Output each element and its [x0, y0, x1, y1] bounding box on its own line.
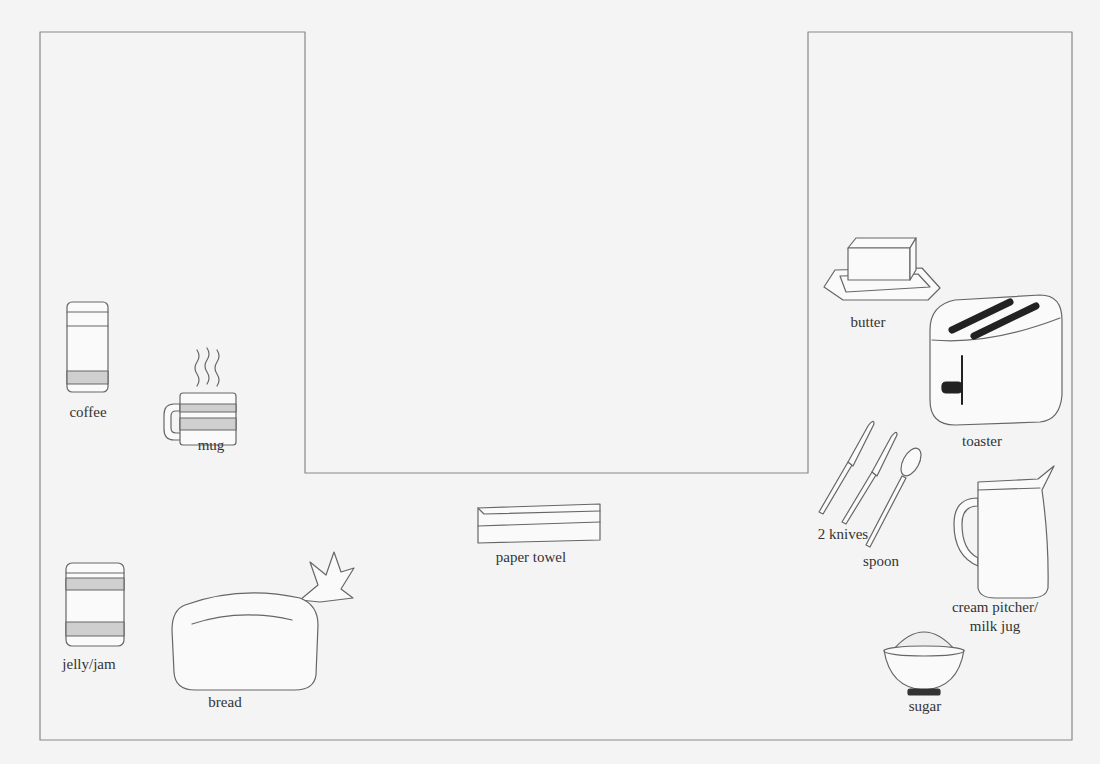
jar-lid	[66, 572, 124, 573]
can-band	[67, 371, 108, 384]
towel-fold	[478, 522, 600, 526]
item-label: jelly/jam	[62, 655, 115, 674]
knife	[842, 472, 876, 524]
knife-blade	[848, 421, 874, 466]
jar-band	[66, 578, 124, 590]
bread-tie	[300, 552, 354, 602]
towel-fold	[478, 508, 600, 514]
bread-crease	[192, 615, 292, 624]
spoon-handle	[866, 476, 906, 547]
item-label: paper towel	[496, 548, 566, 567]
bread-loaf	[172, 552, 354, 690]
toaster-icon	[930, 295, 1062, 425]
mug-icon	[164, 348, 236, 445]
pitcher-handle	[954, 498, 978, 566]
pitcher-body	[978, 466, 1054, 598]
butter-front	[848, 248, 910, 280]
bowl-rim	[884, 646, 964, 656]
toaster-body	[930, 295, 1062, 425]
pitcher-rim	[978, 488, 1040, 490]
cream-pitcher	[954, 466, 1054, 598]
toaster-slot	[974, 306, 1036, 336]
item-label: cream pitcher/ milk jug	[945, 598, 1045, 636]
jar-band	[66, 622, 124, 636]
item-label: butter	[851, 313, 886, 332]
item-label: mug	[198, 436, 225, 455]
sugar-bowl	[884, 632, 964, 695]
item-label: coffee	[69, 403, 106, 422]
coffee-can	[67, 302, 108, 392]
bowl-foot	[908, 689, 940, 695]
lever-track	[961, 356, 963, 404]
steam	[195, 350, 199, 386]
item-label: spoon	[863, 552, 899, 571]
steam	[215, 350, 219, 386]
mug-band	[180, 418, 236, 430]
toaster-lever	[942, 382, 962, 393]
can-body	[67, 302, 108, 392]
item-label: bread	[208, 693, 241, 712]
jam-jar	[66, 563, 124, 646]
jar-body	[66, 563, 124, 646]
butter-side	[910, 238, 916, 280]
mug-band	[180, 404, 236, 412]
butter-dish	[824, 238, 940, 300]
item-label: 2 knives	[818, 525, 868, 544]
knife-blade	[872, 432, 897, 476]
can-rim	[67, 325, 108, 326]
mug-handle	[164, 404, 182, 440]
spoon-bowl	[897, 445, 925, 479]
bread-body	[172, 593, 318, 690]
steam	[205, 348, 209, 384]
towel-body	[478, 504, 600, 543]
item-label: sugar	[909, 697, 942, 716]
knife	[819, 462, 852, 514]
counter-outline	[40, 32, 1072, 740]
item-label: toaster	[962, 432, 1002, 451]
can-rim	[67, 311, 108, 312]
butter-top	[848, 238, 916, 248]
paper-towel-icon	[478, 504, 600, 543]
